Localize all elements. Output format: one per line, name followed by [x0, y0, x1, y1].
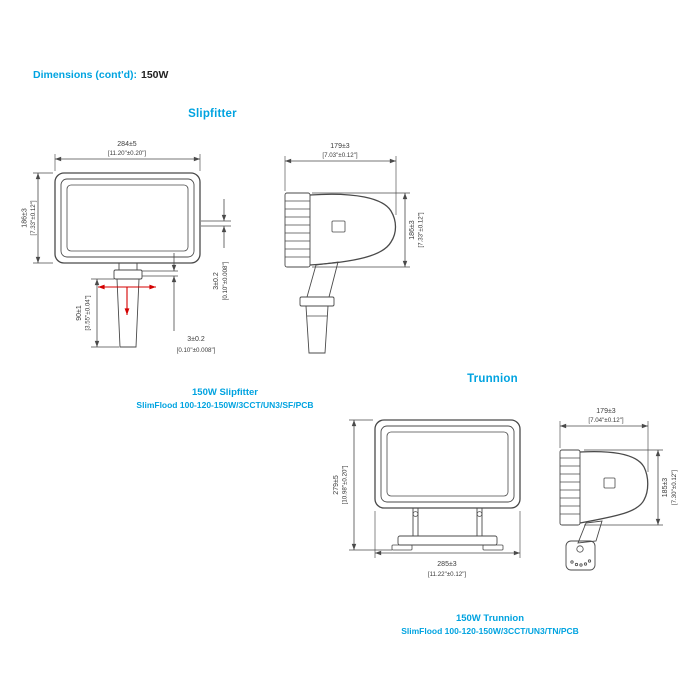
trunnion-section-title: Trunnion: [467, 373, 518, 385]
dim-depth-mm: 179±3: [330, 143, 350, 150]
dimension-side-height: 185±3 [7.30"±0.12"]: [584, 449, 678, 526]
dimension-width: 285±3 [11.22"±0.12"]: [374, 511, 521, 578]
floodlight-side-profile: [559, 449, 649, 526]
trunnion-caption-model: 150W Trunnion: [455, 613, 525, 624]
dim-side-height-in: [7.33"±0.12"]: [418, 212, 425, 248]
dimension-spigot-length: 90±1 [3.55"±0.04"]: [76, 278, 119, 348]
dimension-depth: 179±3 [7.04"±0.12"]: [559, 408, 649, 472]
slipfitter-caption-model: 150W Slipfitter: [192, 387, 258, 398]
trunnion-caption-sku: SlimFlood 100-120-150W/3CCT/UN3/TN/PCB: [401, 626, 579, 636]
red-aiming-marks: [98, 284, 156, 315]
trunnion-side-drawing: 179±3 [7.04"±0.12"] 185±3 [7.30"±0.12"]: [559, 408, 678, 571]
header-value: 150W: [141, 69, 169, 81]
slipfitter-caption-sku: SlimFlood 100-120-150W/3CCT/UN3/SF/PCB: [136, 400, 314, 410]
trunnion-caption: 150W Trunnion SlimFlood 100-120-150W/3CC…: [360, 613, 620, 636]
dimension-height: 186±3 [7.33"±0.12"]: [22, 172, 53, 264]
dimension-side-height: 186±3 [7.33"±0.12"]: [312, 192, 425, 268]
header-label: Dimensions (cont'd):: [33, 69, 137, 81]
dim-overall-height-in: [10.98"±0.20"]: [342, 465, 349, 504]
dim-height-mm: 186±3: [22, 208, 29, 228]
dim-side-height-mm: 185±3: [662, 478, 669, 498]
dim-width-in: [11.22"±0.12"]: [428, 571, 467, 578]
trunnion-front-drawing: 279±5 [10.98"±0.20"] 285±3 [11.22"±0.12"…: [333, 419, 521, 578]
dim-side-height-in: [7.30"±0.12"]: [671, 470, 678, 506]
floodlight-side-profile: [284, 192, 397, 268]
dim-width-mm: 284±5: [117, 141, 137, 148]
dimension-depth: 179±3 [7.03"±0.12"]: [284, 143, 397, 215]
dim-gap-in: [0.10"±0.008"]: [177, 347, 216, 354]
dim-width-mm: 285±3: [437, 561, 457, 568]
dim-gap-mm: 3±0.2: [187, 336, 205, 343]
slipfitter-side-drawing: 179±3 [7.03"±0.12"] 186±3 [7.33"±0.12"]: [284, 143, 425, 354]
slipfitter-mount: [113, 262, 143, 348]
trunnion-knuckle: [565, 520, 603, 571]
slipfitter-side-mount: [299, 261, 339, 354]
floodlight-front-body: [54, 172, 201, 264]
dim-depth-mm: 179±3: [596, 408, 616, 415]
dimension-overall-height: 279±5 [10.98"±0.20"]: [333, 419, 392, 551]
dim-spigot-mm: 90±1: [76, 305, 83, 321]
page-header: Dimensions (cont'd): 150W: [33, 69, 168, 81]
slipfitter-front-drawing: 284±5 [11.20"±0.20"] 186±3 [7.33"±0.12"]…: [22, 141, 231, 354]
dim-lip-mm: 3±0.2: [213, 272, 220, 290]
dimension-collar-gap: 3±0.2 [0.10"±0.008"]: [142, 253, 216, 354]
dim-width-in: [11.20"±0.20"]: [108, 150, 147, 157]
slipfitter-caption: 150W Slipfitter SlimFlood 100-120-150W/3…: [95, 387, 355, 410]
trunnion-yoke: [391, 507, 504, 551]
floodlight-front-body: [374, 419, 521, 509]
dim-depth-in: [7.04"±0.12"]: [588, 417, 624, 424]
dim-depth-in: [7.03"±0.12"]: [322, 152, 358, 159]
dim-overall-height-mm: 279±5: [333, 475, 340, 495]
dim-height-in: [7.33"±0.12"]: [30, 200, 37, 236]
dimension-door-lip: 3±0.2 [0.10"±0.008"]: [201, 199, 231, 300]
dim-side-height-mm: 186±3: [409, 220, 416, 240]
dimension-width: 284±5 [11.20"±0.20"]: [54, 141, 201, 171]
slipfitter-section-title: Slipfitter: [188, 108, 237, 120]
dim-lip-in: [0.10"±0.008"]: [222, 261, 229, 300]
dim-spigot-in: [3.55"±0.04"]: [85, 295, 92, 331]
